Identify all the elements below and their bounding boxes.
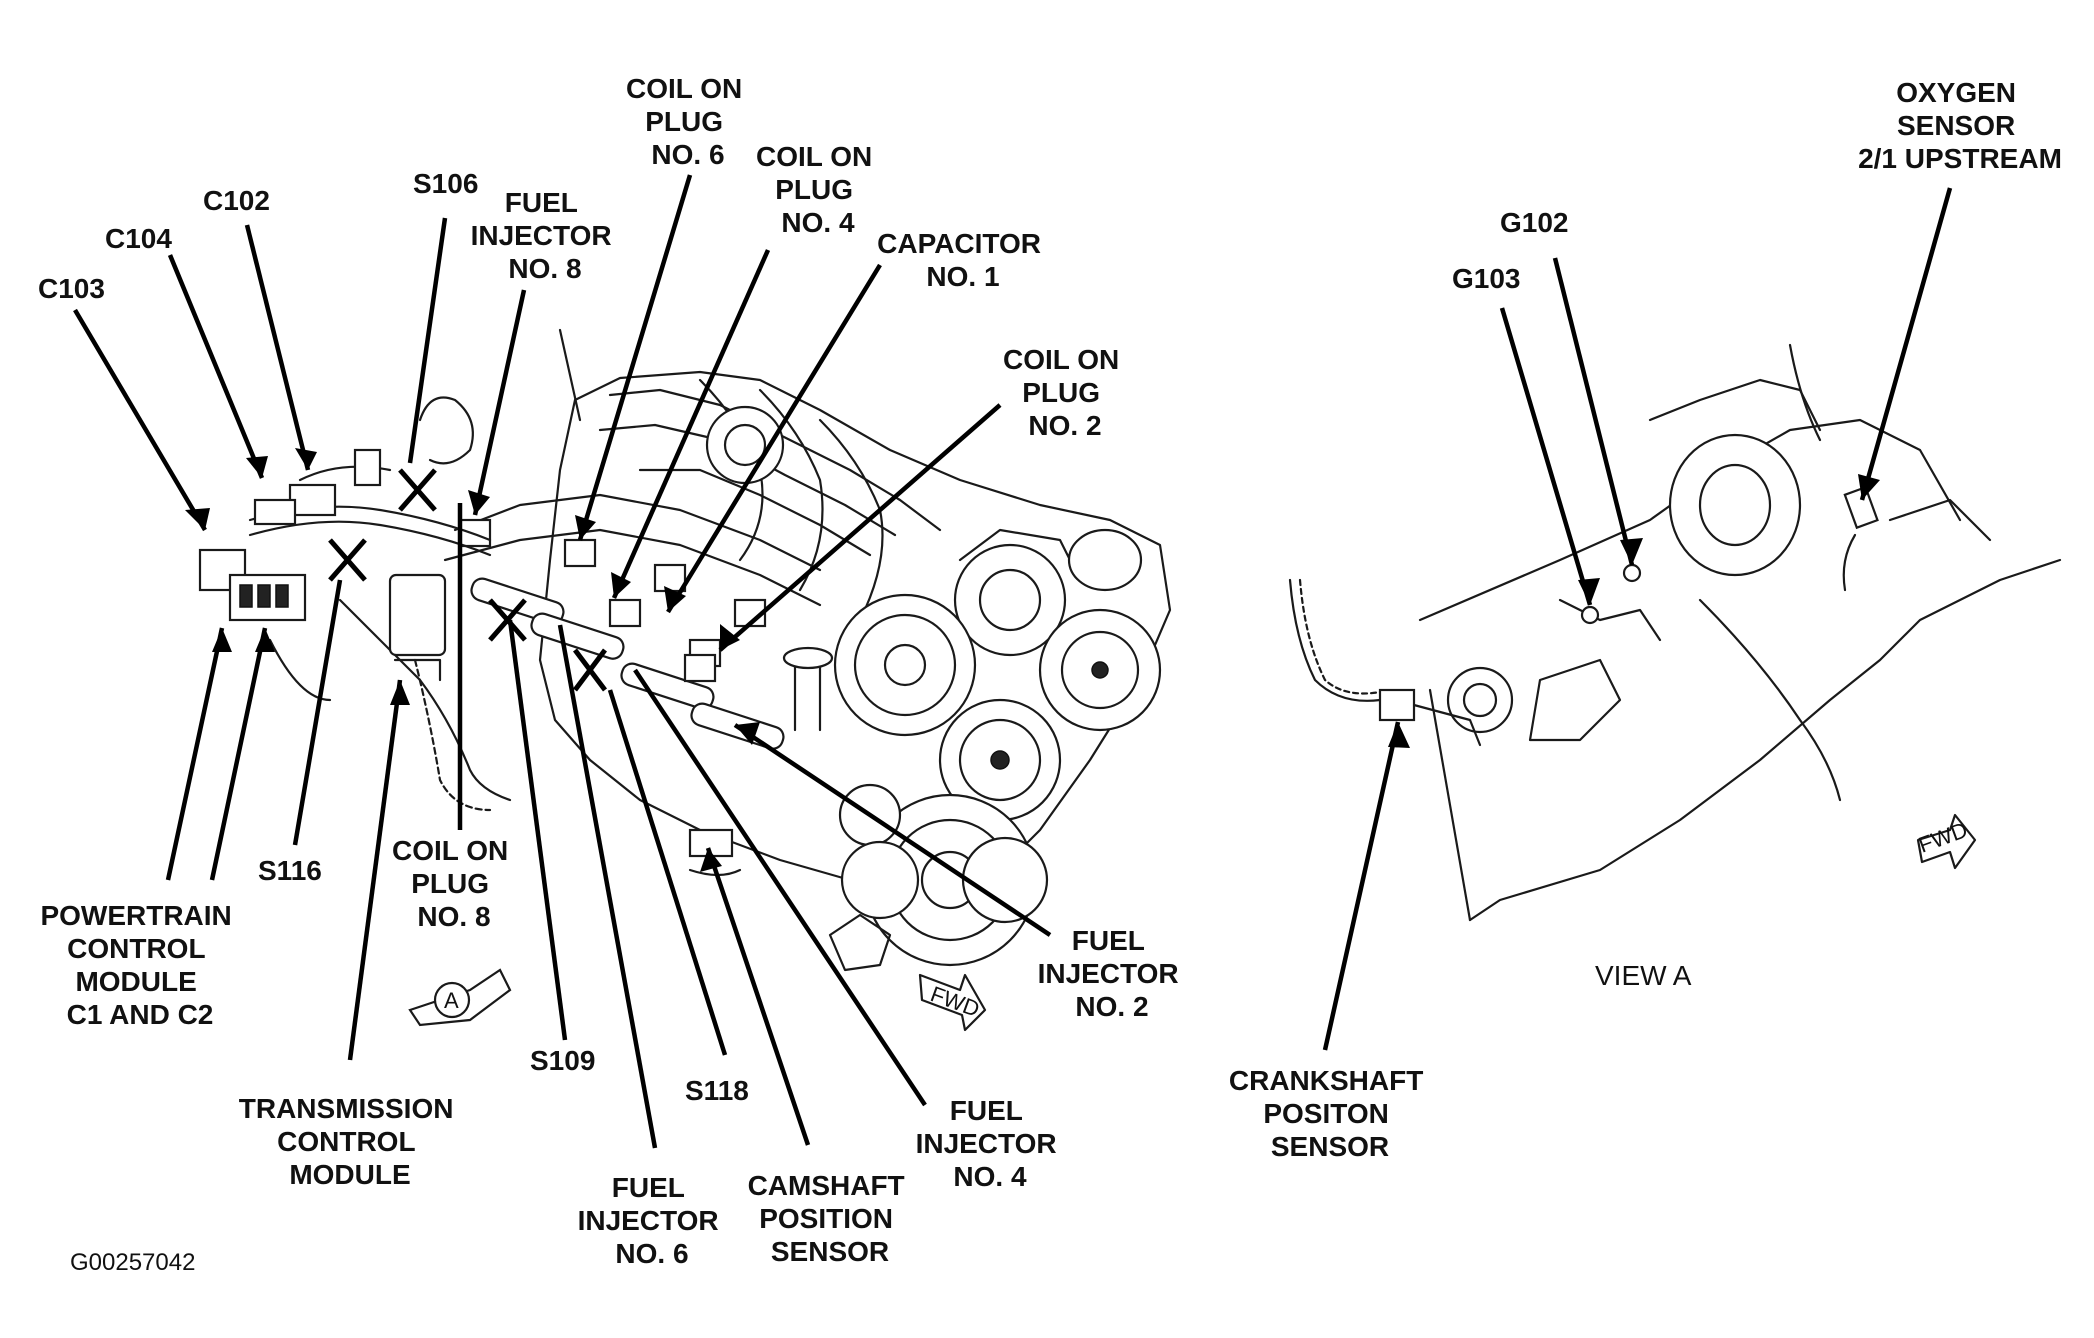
label-s109: S109 xyxy=(530,1045,595,1076)
label-s116: S116 xyxy=(258,855,322,886)
label-oxygen-sensor: OXYGEN SENSOR 2/1 UPSTREAM xyxy=(1858,77,2062,174)
label-coil-on-plug-2: COIL ON PLUG NO. 2 xyxy=(1003,344,1127,441)
label-c104: C104 xyxy=(105,223,172,254)
engine-illustration xyxy=(198,328,1172,972)
arrowheads xyxy=(185,448,1880,872)
view-a-illustration xyxy=(1288,343,2062,922)
label-c103: C103 xyxy=(38,273,105,304)
splice-marks xyxy=(328,468,607,692)
label-fuel-injector-8: FUEL INJECTOR NO. 8 xyxy=(471,187,620,284)
label-view-a: VIEW A xyxy=(1595,960,1692,991)
label-s118: S118 xyxy=(685,1075,749,1106)
label-transmission-control-module: TRANSMISSION CONTROL MODULE xyxy=(239,1093,461,1190)
label-fuel-injector-6: FUEL INJECTOR NO. 6 xyxy=(578,1172,727,1269)
label-powertrain-control-module: POWERTRAIN CONTROL MODULE C1 AND C2 xyxy=(40,900,239,1030)
label-coil-on-plug-4: COIL ON PLUG NO. 4 xyxy=(756,141,880,238)
label-fuel-injector-4: FUEL INJECTOR NO. 4 xyxy=(916,1095,1065,1192)
view-a-marker: A xyxy=(408,968,512,1027)
label-capacitor-1: CAPACITOR NO. 1 xyxy=(877,228,1049,292)
label-coil-on-plug-6: COIL ON PLUG NO. 6 xyxy=(626,73,750,170)
fwd-arrow-main: FWD xyxy=(918,973,987,1032)
label-c102: C102 xyxy=(203,185,270,216)
label-g102: G102 xyxy=(1500,207,1569,238)
label-crankshaft-sensor: CRANKSHAFT POSITON SENSOR xyxy=(1229,1065,1431,1162)
label-camshaft-position-sensor: CAMSHAFT POSITION SENSOR xyxy=(748,1170,913,1267)
fwd-label-view-a: FWD xyxy=(1915,817,1971,858)
callout-labels: C103 C104 C102 S106 FUEL INJECTOR NO. 8 … xyxy=(38,73,2062,1276)
label-coil-on-plug-8: COIL ON PLUG NO. 8 xyxy=(392,835,516,932)
figure-id: G00257042 xyxy=(70,1249,195,1276)
leader-lines xyxy=(73,174,1953,1149)
label-fuel-injector-2: FUEL INJECTOR NO. 2 xyxy=(1038,925,1187,1022)
fwd-label-main: FWD xyxy=(927,981,983,1022)
label-s106: S106 xyxy=(413,168,478,199)
view-a-marker-letter: A xyxy=(444,988,459,1013)
label-g103: G103 xyxy=(1452,263,1521,294)
